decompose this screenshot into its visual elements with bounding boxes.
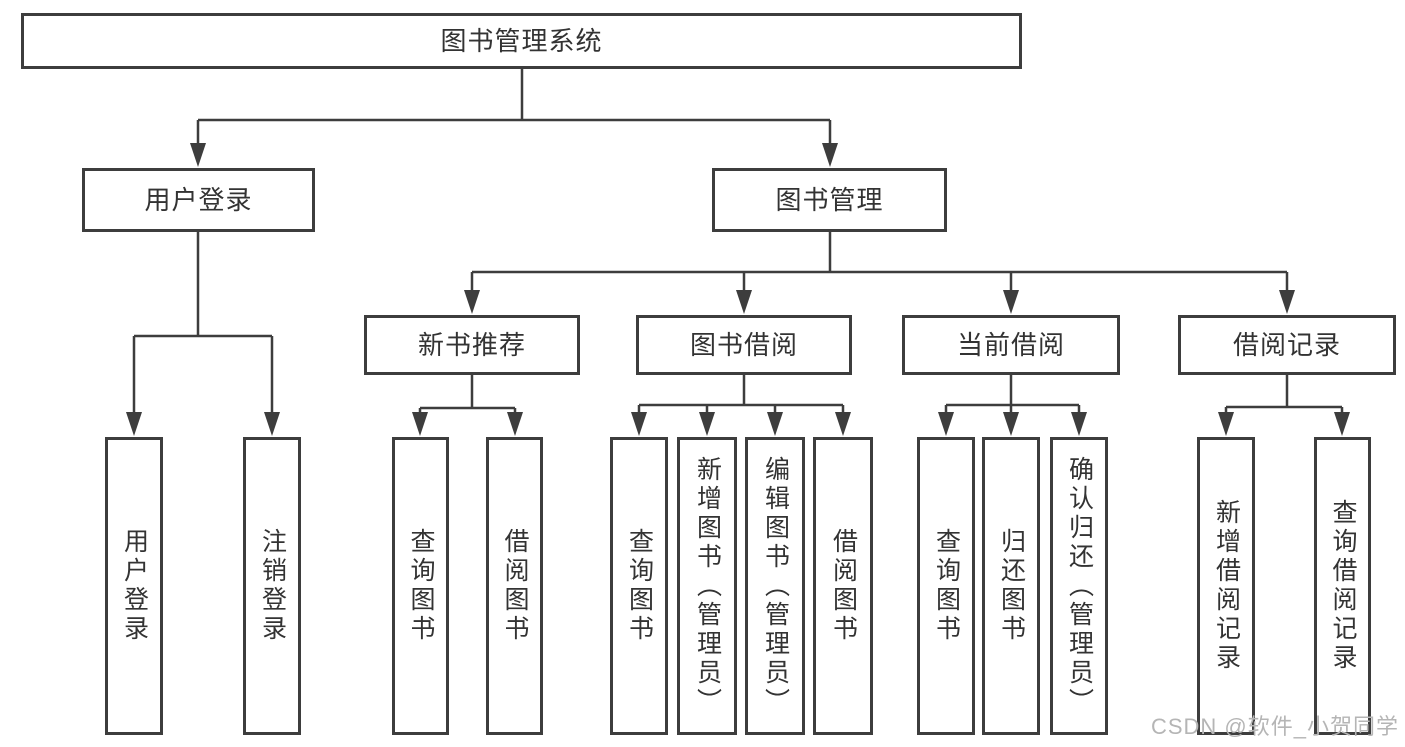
node-label: 编辑图书（管理员） bbox=[761, 455, 790, 717]
node-label: 新增图书（管理员） bbox=[693, 455, 722, 717]
node-label: 查询图书 bbox=[407, 528, 435, 644]
node-current-borrowing: 当前借阅 bbox=[902, 315, 1120, 375]
node-label: 图书管理系统 bbox=[440, 26, 603, 56]
node-label: 新书推荐 bbox=[417, 330, 526, 360]
node-new-book-recommend: 新书推荐 bbox=[364, 315, 580, 375]
leaf-bb-edit-books-admin: 编辑图书（管理员） bbox=[745, 437, 805, 735]
node-label: 借阅图书 bbox=[829, 528, 858, 644]
node-borrowing-records: 借阅记录 bbox=[1178, 315, 1396, 375]
leaf-user-login: 用户登录 bbox=[105, 437, 163, 735]
leaf-cb-confirm-return-admin: 确认归还（管理员） bbox=[1050, 437, 1108, 735]
node-label: 查询图书 bbox=[932, 528, 961, 644]
leaf-logout: 注销登录 bbox=[243, 437, 301, 735]
leaf-bb-query-books: 查询图书 bbox=[610, 437, 668, 735]
node-book-management: 图书管理 bbox=[712, 168, 947, 232]
leaf-nbr-query-books: 查询图书 bbox=[392, 437, 449, 735]
leaf-br-add-record: 新增借阅记录 bbox=[1197, 437, 1255, 735]
leaf-br-query-record: 查询借阅记录 bbox=[1314, 437, 1371, 735]
node-label: 查询借阅记录 bbox=[1329, 499, 1357, 673]
arrowhead-icons bbox=[126, 143, 1350, 436]
node-label: 当前借阅 bbox=[956, 330, 1065, 360]
node-label: 用户登录 bbox=[120, 528, 149, 644]
node-label: 借阅记录 bbox=[1232, 330, 1341, 360]
node-label: 图书借阅 bbox=[689, 330, 798, 360]
node-label: 用户登录 bbox=[144, 185, 253, 215]
leaf-cb-return-books: 归还图书 bbox=[982, 437, 1040, 735]
leaf-cb-query-books: 查询图书 bbox=[917, 437, 975, 735]
leaf-bb-borrow-books: 借阅图书 bbox=[813, 437, 873, 735]
node-user-login: 用户登录 bbox=[82, 168, 315, 232]
node-label: 确认归还（管理员） bbox=[1065, 455, 1094, 717]
node-book-borrowing: 图书借阅 bbox=[636, 315, 852, 375]
node-label: 注销登录 bbox=[258, 528, 287, 644]
csdn-watermark: CSDN @软件_小贺同学 bbox=[1150, 714, 1399, 739]
node-label: 借阅图书 bbox=[501, 528, 529, 644]
node-label: 归还图书 bbox=[997, 528, 1026, 644]
node-label: 新增借阅记录 bbox=[1212, 499, 1241, 673]
leaf-bb-add-books-admin: 新增图书（管理员） bbox=[677, 437, 737, 735]
node-label: 图书管理 bbox=[775, 185, 884, 215]
node-label: 查询图书 bbox=[625, 528, 654, 644]
node-root-library-management-system: 图书管理系统 bbox=[21, 13, 1022, 69]
leaf-nbr-borrow-books: 借阅图书 bbox=[486, 437, 543, 735]
